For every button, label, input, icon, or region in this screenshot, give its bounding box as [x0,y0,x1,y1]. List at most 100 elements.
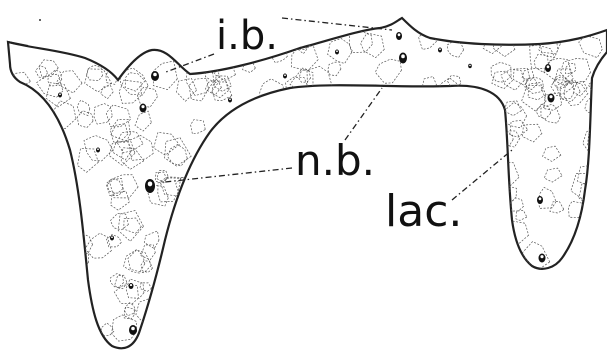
lamella-cell [76,110,94,128]
bone-outline [6,16,607,350]
lamella-cell [123,248,146,274]
lamella-cell [117,210,144,242]
corpuscle-highlight [397,33,401,37]
corpuscle-highlight [540,255,544,259]
label-ib: i.b. [216,13,278,59]
lamella-cell [11,181,29,199]
lamella-cell [327,38,352,64]
lamella-cell [111,314,138,342]
lamella-cell [533,54,549,74]
corpuscle-highlight [401,54,405,59]
lamella-cell [295,35,310,55]
corpuscle-highlight [439,48,441,51]
corpuscle-highlight [97,148,99,151]
corpuscle-highlight [546,65,550,69]
corpuscle-highlight [59,93,61,96]
lamella-cell [110,190,130,211]
lamella-cell [446,39,464,58]
lamella-cell [525,77,544,94]
lamella-cell [500,68,525,91]
lamella-cell [118,79,142,104]
lamella-cell [503,100,522,117]
lamella-cell [327,61,342,77]
lamella-cell [509,119,529,138]
leader-lines [164,17,513,201]
lamella-cell [106,233,122,248]
lamella-cell [84,232,112,259]
lamella-cell [36,73,64,98]
lamella-cell [63,249,82,268]
lamella-cell [30,111,43,124]
lamella-cell [175,176,193,195]
lamella-cell [76,99,91,117]
lamella-cell [186,67,215,97]
lamella-cell [582,126,607,153]
lamella-cell [139,282,153,292]
corpuscle-highlight [131,326,135,331]
lamella-cell [157,177,182,203]
lamella-cell [22,138,36,155]
lamella-cell [49,100,77,130]
lamella-cell [152,60,178,90]
lamella-cell [34,65,48,80]
lamella-cell [527,82,547,101]
leader-ib-right [281,17,393,31]
lamella-cell [560,58,591,84]
lamella-cell [559,80,581,103]
lamella-cell [110,123,129,141]
lamella-cell [510,197,524,212]
lamella-cell [568,200,585,219]
lamella-cell [204,79,222,96]
lamella-cell [71,231,93,255]
corpuscle-highlight [129,284,133,287]
lamella-cell [500,131,514,147]
lamella-cell [106,178,124,196]
lamella-cell [100,322,115,336]
lamella-cell [38,59,59,78]
lamella-cell [565,63,577,74]
lamella-cell [155,171,168,184]
lamella-cell [47,69,63,87]
lamella-cell [123,306,135,320]
lamella-cell [140,244,156,261]
corpuscle-highlight [141,105,145,109]
lamella-cell [143,230,160,250]
corpuscle-highlight [336,50,338,53]
lamella-cell [512,68,530,86]
lamella-cell [374,58,402,84]
lamella-cell [550,76,574,97]
lamella-cell [298,68,311,83]
corpuscle-highlight [538,197,542,201]
lamella-cell [30,145,59,173]
lamella-cell [552,74,569,89]
lamella-cell [100,85,114,100]
lamella-cell [120,147,145,170]
lamella-cell [570,173,601,202]
lamella-cell [108,139,136,166]
lamella-cell [360,32,385,59]
corpuscle-highlight [549,95,553,99]
lamella-cell [549,201,565,214]
lamella-cell [109,212,129,231]
lamella-cell [113,284,139,304]
bone-corpuscles [58,32,555,335]
lamella-cell [127,249,152,274]
lamella-cell [490,61,512,83]
lamella-cell [120,67,149,96]
lamella-cell [543,167,563,183]
lamella-cell [556,80,575,100]
corpuscle-highlight [469,64,471,67]
lamella-cell [190,119,206,135]
lamella-cell [124,72,146,92]
lamella-cell [108,174,139,199]
lamella-cell [156,169,169,184]
lamella-cell [495,180,511,196]
lamella-cell [521,85,547,112]
lamella-cell [529,44,555,69]
lamella-cell [105,70,119,85]
lamella-cell [55,70,83,94]
leader-ib-left [165,53,215,73]
corpuscle-highlight [229,98,231,101]
lamella-cell [291,44,319,72]
lamella-cell [524,77,538,90]
